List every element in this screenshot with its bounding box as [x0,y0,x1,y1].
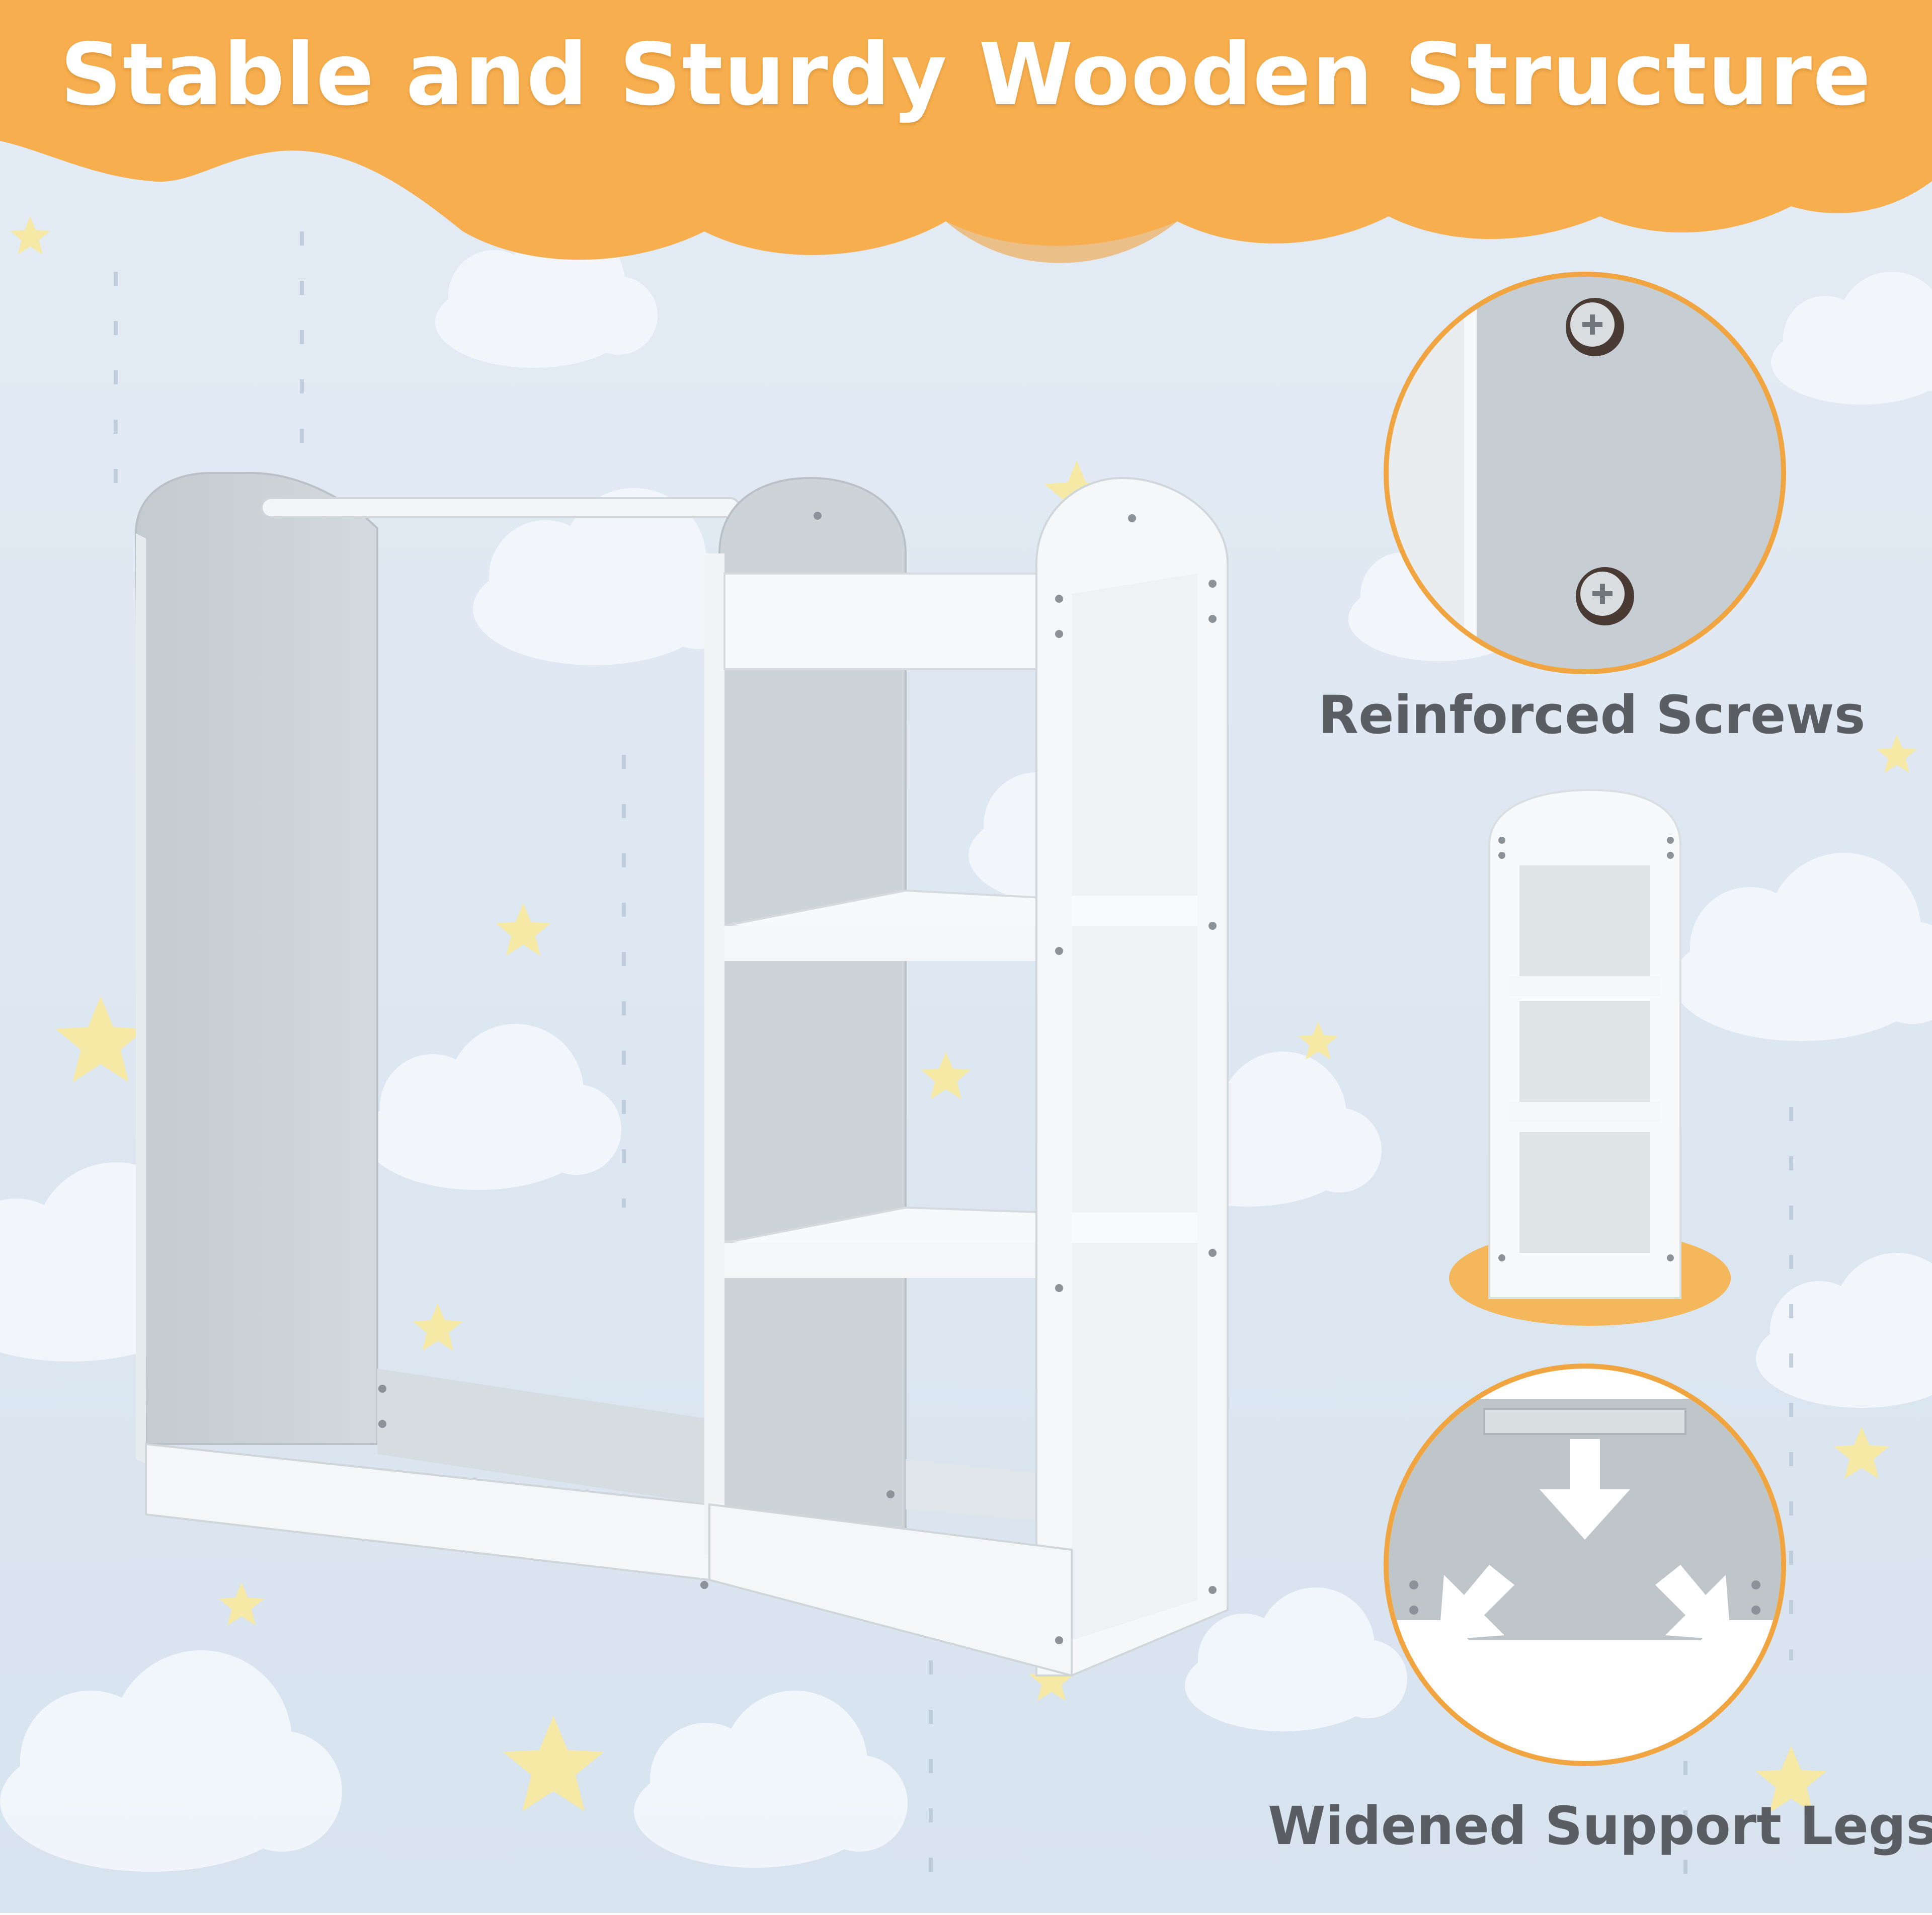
screw-icon [1566,298,1624,356]
screw-icon [1576,567,1634,625]
reinforced-screws-label: Reinforced Screws [1318,684,1866,746]
legs-detail [1384,1364,1786,1766]
widened-legs-label: Widened Support Legs [1268,1795,1932,1857]
title-banner [0,0,1932,260]
side-view-thumbnail [1449,788,1731,1326]
arrow-down-icon [1439,1565,1731,1640]
page-title: Stable and Sturdy Wooden Structure [60,25,1872,125]
arrow-down-icon [1540,1439,1630,1540]
wardrobe-rack [134,472,1229,1677]
screws-detail [1384,272,1786,674]
